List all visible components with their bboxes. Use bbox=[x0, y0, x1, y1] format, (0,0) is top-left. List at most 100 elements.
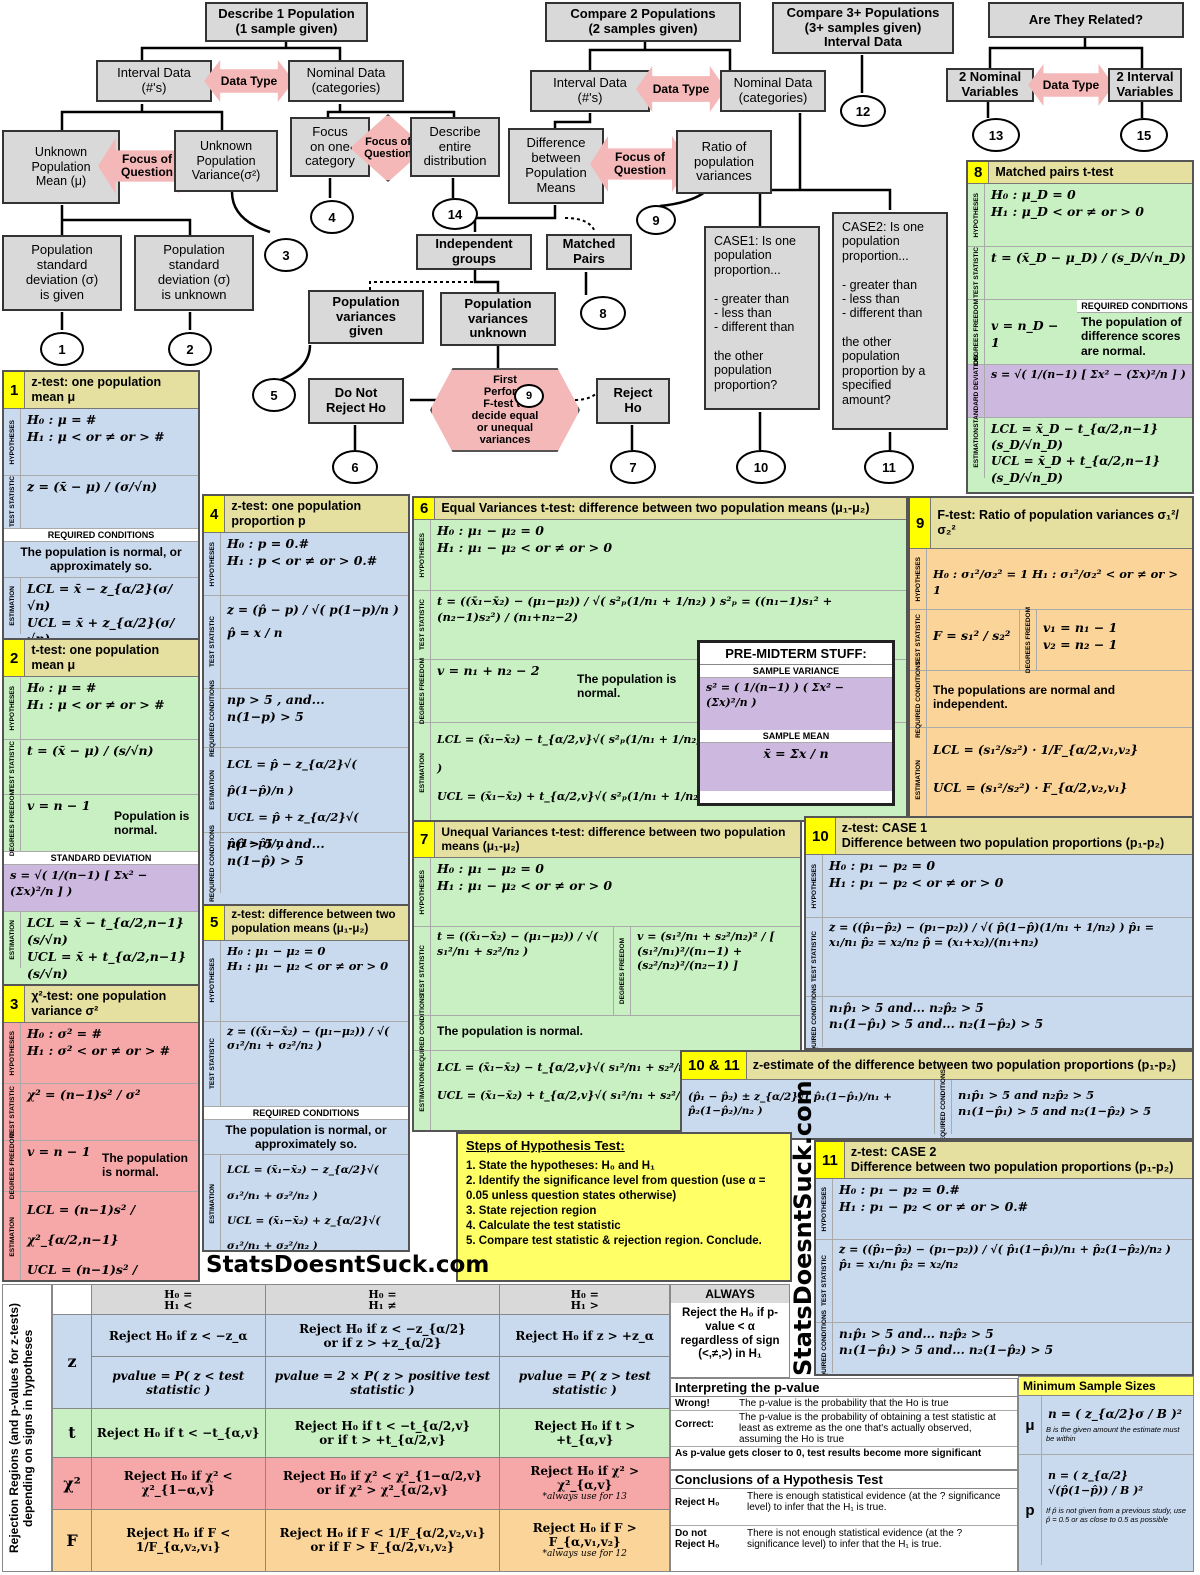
circle-7: 7 bbox=[610, 450, 656, 484]
always-title: ALWAYS bbox=[671, 1285, 789, 1303]
side-label: HYPOTHESES bbox=[8, 419, 16, 465]
circle-8: 8 bbox=[580, 296, 626, 330]
degrees-freedom: v = n₁ + n₂ − 2 bbox=[437, 663, 540, 678]
side-label: TEST STATISTIC bbox=[208, 616, 216, 668]
panel-number: 11 bbox=[816, 1142, 845, 1178]
side-label: ESTIMATION bbox=[418, 753, 426, 793]
test-statistic: t = ((x̄₁−x̄₂) − (μ₁−μ₂)) / √( s²ₚ(1/n₁ … bbox=[437, 594, 833, 624]
conditions-text: The population of difference scores are … bbox=[1081, 315, 1182, 358]
side-label: REQUIRED CONDITIONS bbox=[820, 1309, 828, 1376]
panel-title: z-test: CASE 2 Difference between two po… bbox=[850, 1145, 1174, 1174]
required-conditions-label: REQUIRED CONDITIONS bbox=[1077, 300, 1192, 313]
circle-9b: 9 bbox=[514, 384, 544, 408]
circle-14: 14 bbox=[432, 198, 478, 230]
circle-3: 3 bbox=[264, 238, 308, 272]
always-text: Reject the H₀ if p-value < α regardless … bbox=[680, 1307, 780, 1361]
estimation: LCL = x̄ − t_{α/2,n−1}(s/√n) UCL = x̄ + … bbox=[27, 915, 187, 981]
panel-number: 1 bbox=[4, 372, 26, 408]
side-label: ESTIMATION bbox=[972, 428, 980, 468]
mss-title: Minimum Sample Sizes bbox=[1019, 1377, 1193, 1396]
circle-9a: 9 bbox=[636, 205, 676, 235]
side-label: HYPOTHESES bbox=[914, 556, 922, 602]
estimation: LCL = (x̄₁−x̄₂) − t_{α/2,v}√( s₁²/n₁ + s… bbox=[437, 1060, 702, 1103]
rejection-regions-label: Rejection Regions (and p-values for z-te… bbox=[7, 1302, 35, 1554]
do-not-reject-box: Do Not Reject Ho bbox=[308, 378, 404, 424]
wrong-label: Wrong! bbox=[675, 1398, 710, 1409]
chi-reject-gt: Reject H₀ if χ² > χ²_{α,v} bbox=[530, 1464, 640, 1493]
sample-variance-label: SAMPLE VARIANCE bbox=[700, 665, 892, 678]
side-label: TEST STATISTIC bbox=[810, 931, 818, 983]
panel-number: 3 bbox=[4, 986, 26, 1022]
p-note: If p̂ is not given from a previous study… bbox=[1046, 1505, 1186, 1524]
z-pvalue-lt: pvalue = P( z < test statistic ) bbox=[91, 1356, 266, 1410]
wrong-text: The p-value is the probability that the … bbox=[739, 1398, 949, 1409]
side-label: REQUIRED CONDITIONS bbox=[810, 983, 818, 1050]
row-label-f: F bbox=[52, 1508, 92, 1573]
degrees-freedom: v = n − 1 bbox=[27, 1144, 91, 1159]
steps-box: Steps of Hypothesis Test: 1. State the h… bbox=[456, 1132, 792, 1282]
panel-title: F-test: Ratio of population variances σ₁… bbox=[937, 508, 1179, 537]
test-statistic: z = (p̂ − p) / √( p(1−p)/n ) p̂ = x / n bbox=[227, 603, 399, 640]
sigma-unknown-box: Population standard deviation (σ) is unk… bbox=[134, 235, 254, 311]
panel-title: z-test: CASE 1 Difference between two po… bbox=[841, 821, 1165, 850]
test-statistic: t = ((x̄₁−x̄₂) − (μ₁−μ₂)) / √( s₁²/n₁ + … bbox=[437, 929, 599, 958]
circle-11: 11 bbox=[864, 450, 914, 484]
mu-label: μ bbox=[1019, 1396, 1042, 1454]
side-label: TEST STATISTIC bbox=[820, 1255, 828, 1307]
two-interval-variables-box: 2 Interval Variables bbox=[1108, 68, 1182, 102]
rejection-regions-table: H₀ = H₁ < H₀ = H₁ ≠ H₀ = H₁ > z Reject H… bbox=[52, 1283, 670, 1573]
step-2: 2. Identify the significance level from … bbox=[466, 1174, 766, 1202]
interval-data-box-1: Interval Data (#'s) bbox=[96, 60, 212, 102]
circle-1: 1 bbox=[40, 332, 84, 366]
mu-formula: n = ( z_{α/2}σ / B )² bbox=[1048, 1407, 1183, 1421]
required-conditions-label: REQUIRED CONDITIONS bbox=[204, 1106, 408, 1120]
panel-number: 10 & 11 bbox=[682, 1052, 747, 1079]
conditions-text: The population is normal. bbox=[577, 672, 677, 701]
variances-unknown-box: Population variances unknown bbox=[440, 292, 556, 346]
required-conditions: n₁p̂₁ > 5 and... n₂p̂₂ > 5 n₁(1−p̂₁) > 5… bbox=[839, 1327, 1054, 1358]
reject-label: Reject H₀ bbox=[675, 1497, 720, 1508]
reject-box: Reject Ho bbox=[596, 378, 670, 424]
do-not-reject-label: Do not Reject H₀ bbox=[675, 1528, 720, 1550]
variances-given-box: Population variances given bbox=[308, 290, 424, 344]
f-reject-gt: Reject H₀ if F > F_{α,v₁,v₂} bbox=[532, 1521, 637, 1550]
side-label: REQUIRED CONDITIONS bbox=[914, 660, 922, 738]
test-statistic: z = ((p̂₁−p̂₂) − (p₁−p₂)) / √( p̂₁(1−p̂₁… bbox=[839, 1243, 1171, 1271]
z-reject-lt: Reject H₀ if z < −z_α bbox=[91, 1314, 266, 1358]
sample-mean-label: SAMPLE MEAN bbox=[700, 730, 892, 743]
chi-reject-ne: Reject H₀ if χ² < χ²_{1−α/2,v} or if χ² … bbox=[264, 1456, 501, 1510]
sigma-given-box: Population standard deviation (σ) is giv… bbox=[2, 235, 122, 311]
side-label: ESTIMATION bbox=[8, 585, 16, 626]
header-less-than: H₀ = H₁ < bbox=[91, 1283, 266, 1316]
side-label: TEST STATISTIC bbox=[8, 476, 16, 528]
panel-number: 8 bbox=[968, 162, 990, 183]
panel-number: 9 bbox=[910, 498, 932, 548]
panel-title: t-test: one population mean μ bbox=[31, 643, 160, 672]
side-label: DEGREES FREEDOM bbox=[8, 1132, 16, 1200]
side-label: ESTIMATION bbox=[914, 760, 922, 800]
hypotheses: H₀ : μ₁ − μ₂ = 0 H₁ : μ₁ − μ₂ < or ≠ or … bbox=[227, 943, 389, 974]
compare-2-populations-box: Compare 2 Populations (2 samples given) bbox=[545, 2, 741, 42]
side-label: TEST STATISTIC bbox=[418, 945, 426, 997]
f-reject-ne: Reject H₀ if F < 1/F_{α/2,v₂,v₁} or if F… bbox=[264, 1508, 501, 1573]
describe-1-population-box: Describe 1 Population (1 sample given) bbox=[205, 2, 368, 42]
side-label: HYPOTHESES bbox=[418, 869, 426, 914]
estimation: LCL = x̄ − z_{α/2}(σ/√n) UCL = x̄ + z_{α… bbox=[27, 580, 175, 640]
panel-number: 7 bbox=[414, 822, 436, 857]
degrees-freedom: v = (s₁²/n₁ + s₂²/n₂)² / [ (s₁²/n₁)²/(n₁… bbox=[637, 929, 775, 973]
estimation: LCL = x̄_D − t_{α/2,n−1}(s_D/√n_D) UCL =… bbox=[991, 422, 1161, 485]
z-reject-ne: Reject H₀ if z < −z_{α/2} or if z > +z_{… bbox=[264, 1314, 501, 1358]
pre-midterm-box: PRE-MIDTERM STUFF: SAMPLE VARIANCE s² = … bbox=[697, 640, 895, 806]
side-label: ESTIMATION bbox=[8, 1217, 16, 1257]
required-conditions-label: REQUIRED CONDITIONS bbox=[4, 529, 198, 542]
degrees-freedom: v = n − 1 bbox=[27, 798, 91, 813]
independent-groups-box: Independent groups bbox=[416, 234, 532, 270]
conditions-text: Population is normal. bbox=[114, 809, 190, 838]
site-watermark: StatsDoesntSuck.com bbox=[206, 1252, 490, 1278]
side-label: HYPOTHESES bbox=[208, 958, 216, 1003]
